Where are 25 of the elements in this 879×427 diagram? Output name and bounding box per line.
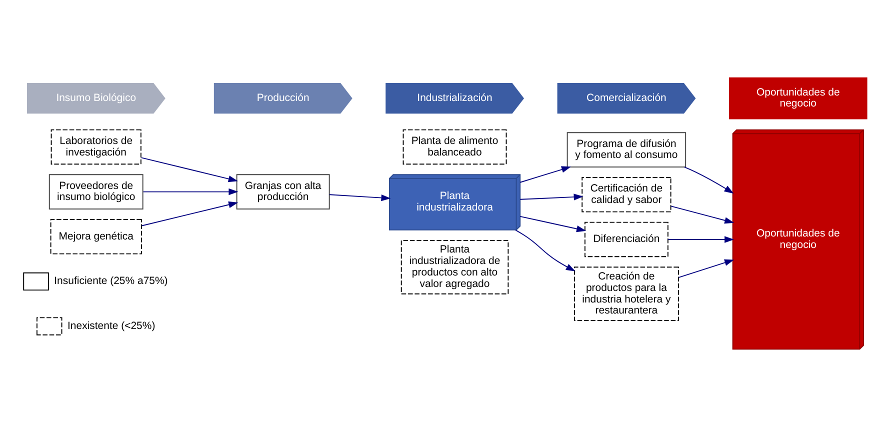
node-box: Planta industrializadora de productos con alto valor agregado <box>400 240 509 294</box>
legend-label: Inexistente (<25%) <box>68 320 156 332</box>
arrow <box>140 157 238 182</box>
arrow <box>515 230 576 272</box>
arrow <box>520 166 572 183</box>
legend-label: Insuficiente (25% a75%) <box>54 276 168 288</box>
arrow <box>520 194 584 200</box>
node-box: Granjas con alta producción <box>236 174 330 210</box>
arrow <box>670 206 734 224</box>
arrow <box>141 201 238 226</box>
arrow <box>142 188 238 196</box>
arrow <box>329 194 391 202</box>
node-box: Creación de productos para la industria hotelera y restaurantera <box>574 266 679 322</box>
node-box: Programa de difusión y fomento al consumo <box>566 132 686 168</box>
node-box: Certificación de calidad y sabor <box>582 177 672 212</box>
node-box: Proveedores de insumo biológico <box>48 174 144 210</box>
arrow <box>520 216 586 232</box>
node-box: Mejora genética <box>50 218 142 254</box>
arrow <box>668 236 734 243</box>
arrow <box>684 166 734 194</box>
node-box: Oportunidades de negocio <box>729 77 868 120</box>
node-box: Planta de alimento balanceado <box>402 129 507 165</box>
arrow <box>678 259 734 278</box>
node-box: Diferenciación <box>584 222 668 258</box>
node-box: Laboratorios de investigación <box>50 129 142 165</box>
